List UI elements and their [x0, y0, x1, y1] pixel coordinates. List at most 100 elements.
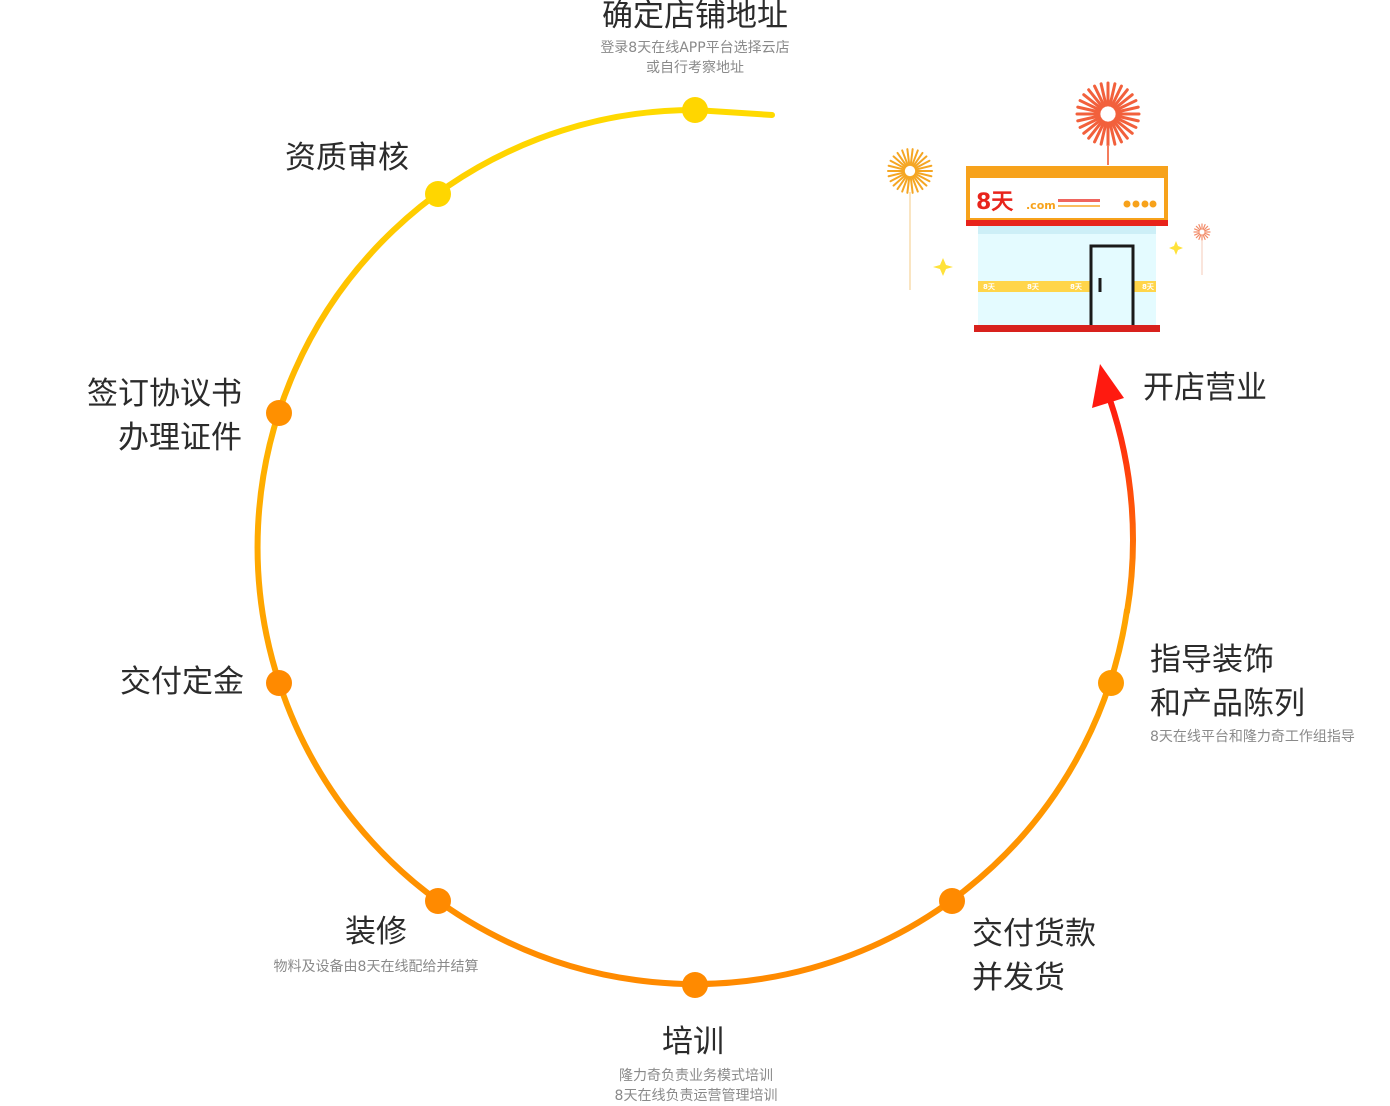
step-dot-contract [266, 400, 292, 426]
firework-ray [912, 151, 924, 168]
firework-ray [1114, 116, 1138, 129]
firework-ray [913, 173, 928, 187]
firework-ray [1099, 121, 1108, 146]
step-sub-line: 登录8天在线APP平台选择云店 [600, 40, 790, 56]
shop-sign-suffix: .com [1026, 199, 1056, 212]
shop-band-mark: 8天 [1027, 283, 1040, 291]
firework-ray [909, 175, 914, 194]
step-title-line: 并发货 [972, 960, 1065, 996]
step-dot-address [682, 97, 708, 123]
firework-ray [1093, 84, 1106, 108]
cycle-arrow-line [1107, 397, 1136, 615]
shop-band-mark: 8天 [983, 283, 996, 291]
step-title-training: 培训 [662, 1024, 724, 1060]
step-sub-line: 或自行考察地址 [646, 60, 744, 76]
firework-ray [901, 175, 909, 193]
firework-ray [1202, 234, 1206, 240]
firework-ray [1115, 114, 1140, 123]
step-sub-line: 隆力奇负责业务模式培训 [618, 1068, 773, 1084]
step-sub-display: 8天在线平台和隆力奇工作组指导 [1150, 729, 1355, 745]
firework-ray [1082, 93, 1103, 110]
step-title-deposit: 交付定金 [120, 664, 244, 700]
firework-ray [1110, 84, 1123, 108]
firework-ray [1203, 233, 1209, 239]
firework-ray [1198, 234, 1202, 240]
firework-ray [1195, 225, 1201, 231]
step-dot-review [425, 181, 451, 207]
shop-band-mark: 8天 [1070, 283, 1083, 291]
firework-ray [1078, 116, 1102, 129]
step-title-address: 确定店铺地址 [602, 0, 788, 34]
firework-ray [887, 171, 906, 178]
firework-ray [896, 151, 908, 168]
firework-ray [1204, 232, 1210, 236]
sparkle-icon [933, 258, 953, 276]
firework-ray [889, 159, 906, 170]
shop-door [1089, 244, 1135, 330]
firework-ray [1115, 105, 1140, 114]
firework-ray [1076, 114, 1101, 123]
step-title-line: 交付货款 [972, 916, 1096, 952]
firework-ray [914, 159, 931, 170]
firework-ray [1112, 119, 1129, 140]
firework-ray [1076, 105, 1101, 114]
cycle-ring [254, 106, 1130, 987]
firework-ray [1194, 232, 1200, 236]
firework-ray [1194, 228, 1200, 232]
step-dot-deposit [266, 670, 292, 696]
step-title-decoration: 装修 [345, 914, 407, 950]
firework-ray [892, 155, 907, 169]
firework-ray [914, 172, 931, 183]
firework-ray [1203, 225, 1209, 231]
step-dot-decoration [425, 888, 451, 914]
firework-ray [889, 172, 906, 183]
firework-ray [1112, 88, 1129, 109]
step-title-contract: 签订协议书 办理证件 [87, 372, 242, 460]
firework-ray [1202, 224, 1206, 230]
step-sub-line: 8天在线负责运营管理培训 [614, 1088, 778, 1104]
firework-ray [1110, 120, 1123, 144]
firework-ray [911, 175, 919, 193]
firework-ray [906, 175, 911, 194]
step-dot-payment [939, 888, 965, 914]
firework-ray [1113, 93, 1134, 110]
firework-ray [887, 164, 906, 171]
firework-ray [909, 148, 914, 167]
shop-sign-logo: 8天 [976, 190, 1014, 215]
firework-ray [1099, 82, 1108, 107]
sparkle-icon [1169, 241, 1183, 255]
shop-illustration: 8天 .com 8天 8天 8天 8天 [887, 81, 1211, 332]
step-sub-decoration: 物料及设备由8天在线配给并结算 [273, 959, 479, 975]
firework-ray [896, 174, 908, 191]
firework-ray [892, 173, 907, 187]
firework-ray [1078, 99, 1102, 112]
firework-small-icon [1193, 223, 1211, 241]
firework-ray [914, 164, 933, 171]
step-sub-training: 隆力奇负责业务模式培训 8天在线负责运营管理培训 [615, 1066, 778, 1106]
shop-base [974, 325, 1160, 332]
firework-ray [1108, 82, 1117, 107]
firework-ray [912, 174, 924, 191]
step-title-review: 资质审核 [285, 140, 409, 176]
step-sub-address: 登录8天在线APP平台选择云店 或自行考察地址 [600, 38, 789, 78]
step-title-open: 开店营业 [1143, 370, 1267, 406]
cycle-arrow-head [1092, 364, 1124, 408]
firework-ray [1108, 121, 1117, 146]
firework-ray [1087, 119, 1104, 140]
firework-ray [914, 171, 933, 178]
firework-ray [1113, 118, 1134, 135]
firework-ray [1195, 233, 1201, 239]
firework-ray [1114, 99, 1138, 112]
step-title-line: 签订协议书 [87, 376, 242, 412]
step-title-payment: 交付货款 并发货 [972, 912, 1096, 1000]
firework-ray [911, 149, 919, 167]
firework-ray [1204, 228, 1210, 232]
firework-medium-icon [887, 148, 933, 194]
shop-band [978, 281, 1156, 292]
firework-ray [913, 155, 928, 169]
step-title-line: 和产品陈列 [1150, 686, 1305, 722]
firework-ray [1093, 120, 1106, 144]
firework-ray [1087, 88, 1104, 109]
step-dot-training [682, 972, 708, 998]
